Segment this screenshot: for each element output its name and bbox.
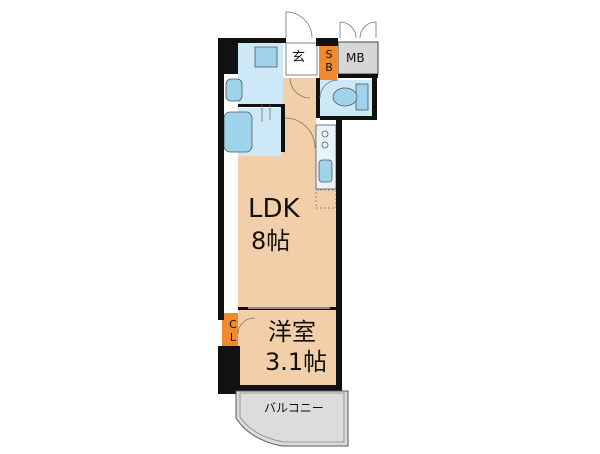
meter-box-label: MB — [346, 51, 365, 65]
western-room-floor — [238, 310, 336, 385]
balcony-label: バルコニー — [264, 401, 324, 415]
kitchen-sink — [318, 159, 333, 183]
shoe-box-label-s: S — [325, 48, 333, 61]
washbasin — [225, 78, 243, 102]
western-room-size-label: 3.1帖 — [265, 348, 328, 376]
shoe-box-label: S B — [323, 48, 335, 74]
entrance-label: 玄 — [292, 50, 306, 65]
shoe-box — [319, 46, 337, 80]
walls — [218, 38, 378, 396]
balcony — [235, 390, 349, 447]
stove-burner — [321, 130, 329, 138]
corridor-floor — [283, 78, 316, 148]
shoe-box-label-b: B — [325, 60, 333, 74]
stove-burner — [321, 141, 329, 149]
closet-label: C L — [226, 318, 240, 344]
closet-label-l: L — [229, 330, 237, 344]
ldk-size-label: 8帖 — [251, 227, 291, 255]
ldk-label: LDK — [248, 194, 300, 224]
closet — [222, 313, 238, 349]
western-room-label: 洋室 — [268, 318, 316, 346]
toilet-bowl — [332, 87, 358, 107]
entrance-area — [285, 42, 318, 76]
closet-label-c: C — [229, 318, 237, 331]
toilet-tank — [355, 83, 369, 111]
washing-machine-pan — [254, 46, 278, 68]
door-swings — [237, 11, 377, 335]
bathtub — [223, 111, 253, 153]
